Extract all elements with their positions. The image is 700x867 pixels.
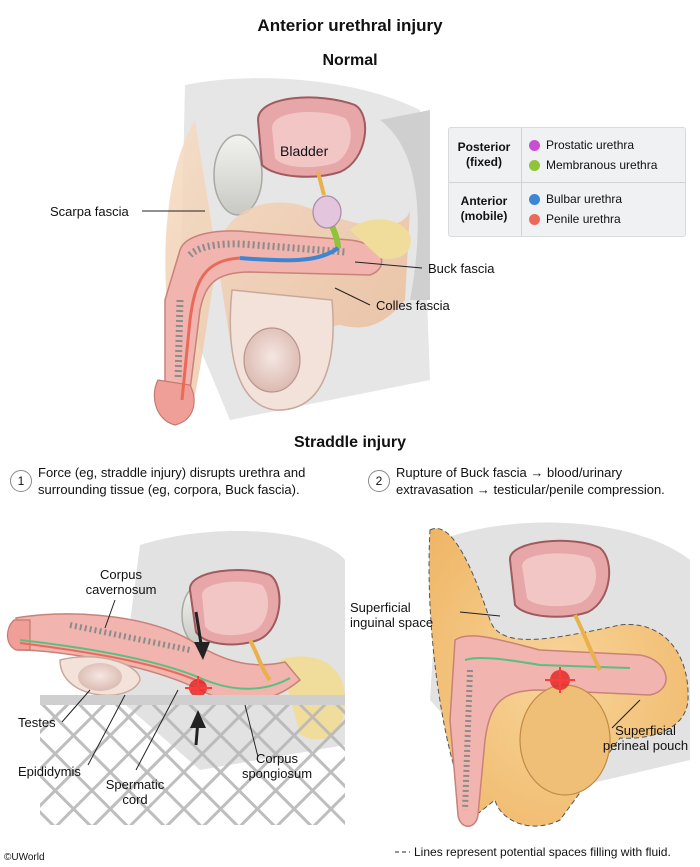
legend-item-bulbar: Bulbar urethra: [529, 192, 622, 206]
bulbar-dot: [529, 193, 540, 205]
label-buck-fascia: Buck fascia: [428, 261, 495, 276]
label-colles-fascia: Colles fascia: [376, 298, 450, 313]
buck-leader: [354, 261, 423, 269]
label-superficial-inguinal-space: Superficial inguinal space: [350, 600, 434, 630]
urethra-legend: Posterior (fixed) Prostatic urethra Memb…: [448, 127, 686, 237]
step2-number: 2: [368, 470, 390, 492]
page-title: Anterior urethral injury: [257, 16, 443, 35]
label-spermatic-cord: Spermatic cord: [105, 777, 165, 807]
legend-item-penile: Penile urethra: [529, 212, 621, 226]
legend-category-anterior: Anterior (mobile): [460, 194, 508, 223]
label-superficial-perineal-pouch: Superficial perineal pouch: [602, 723, 689, 753]
legend-item-membranous: Membranous urethra: [529, 158, 657, 172]
footnote: Lines represent potential spaces filling…: [414, 845, 671, 859]
normal-anatomy: [142, 78, 430, 426]
legend-divider-horizontal: [449, 182, 685, 183]
legend-category-posterior: Posterior (fixed): [457, 140, 511, 169]
straddle-anatomy-2: [428, 522, 690, 827]
straddle-heading: Straddle injury: [293, 434, 407, 451]
label-scarpa-fascia: Scarpa fascia: [50, 204, 129, 219]
membranous-dot: [529, 159, 540, 171]
normal-heading: Normal: [322, 52, 378, 69]
label-epididymis: Epididymis: [18, 764, 81, 779]
step1-text: Force (eg, straddle injury) disrupts ure…: [38, 465, 306, 497]
copyright: ©UWorld: [4, 852, 45, 863]
straddle-anatomy-1: [6, 530, 345, 825]
step1-number: 1: [10, 470, 32, 492]
label-corpus-spongiosum: Corpus spongiosum: [241, 751, 313, 781]
colles-leader: [334, 287, 371, 306]
step2-text: Rupture of Buck fascia → blood/urinary e…: [396, 465, 665, 497]
penile-dot: [529, 213, 540, 225]
label-testes: Testes: [18, 715, 56, 730]
label-bladder: Bladder: [280, 143, 329, 159]
label-corpus-cavernosum: Corpus cavernosum: [85, 567, 157, 597]
legend-item-prostatic: Prostatic urethra: [529, 138, 634, 152]
prostatic-dot: [529, 139, 540, 151]
